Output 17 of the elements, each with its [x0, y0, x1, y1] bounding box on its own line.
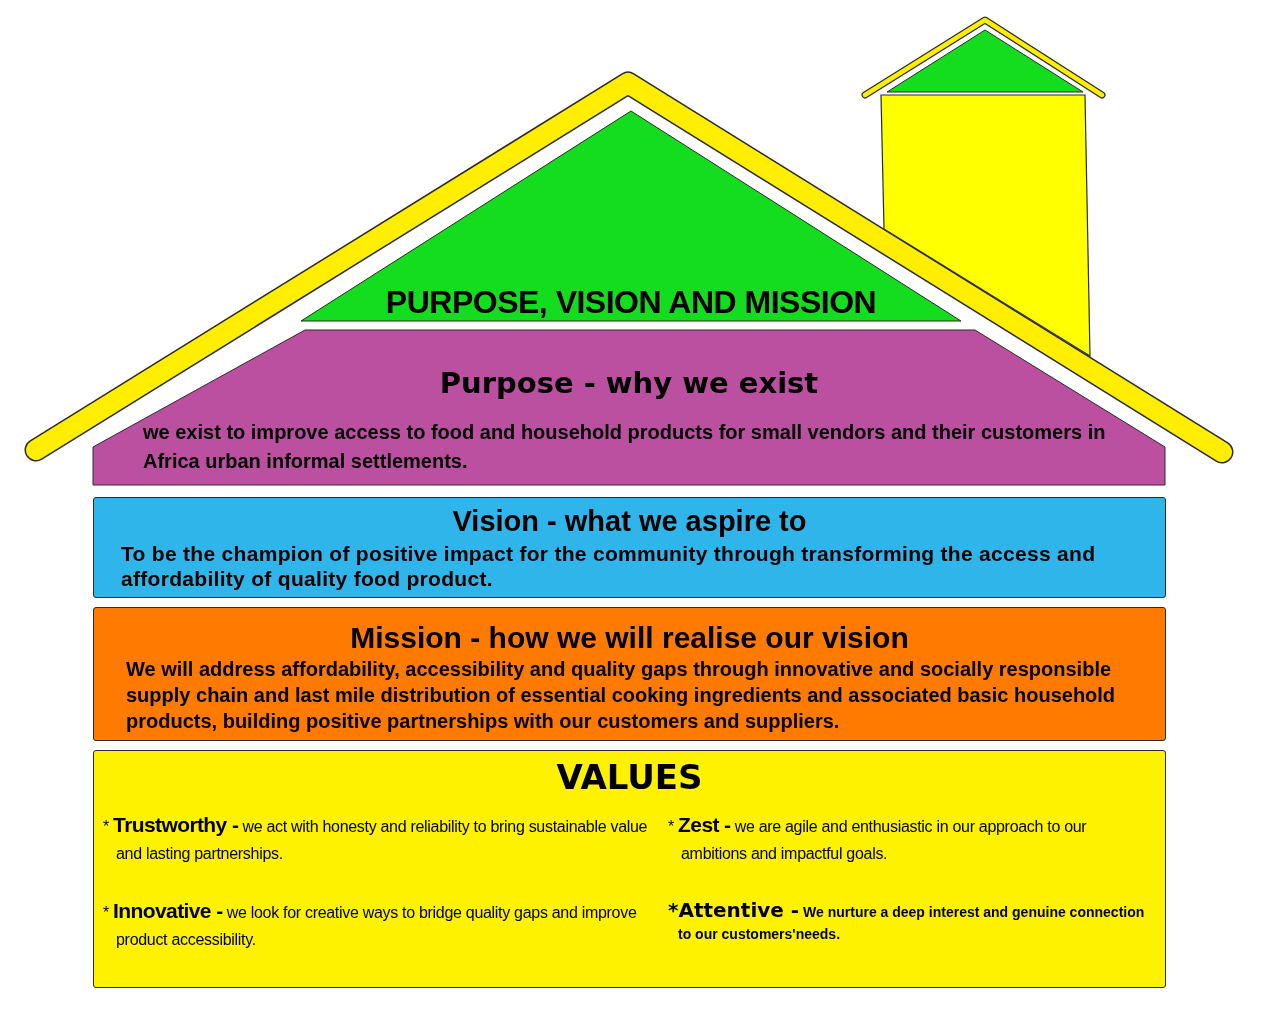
- panel-text: We will address affordability, accessibility and quality gaps through innovative and socially responsible supply chain and last mile distribution of essential cooking ingredients and associated basic household products, building positive partnerships with our customers and suppliers.: [126, 657, 1117, 734]
- panel-heading: Purpose - why we exist: [439, 365, 819, 401]
- vision-panel: [93, 497, 1166, 598]
- panel-text: we exist to improve access to food and household products for small vendors and their customers in Africa urban informal settlements.: [143, 420, 1107, 474]
- purpose-panel: [92, 329, 1166, 486]
- value-item: *Trustworthy - we act with honesty and reliability to bring sustainable value and lasting partnerships.: [103, 812, 648, 864]
- value-item: *Zest - we are agile and enthusiastic in our approach to our ambitions and impactful goals.: [668, 812, 1088, 864]
- panel-heading: Vision - what we aspire to: [452, 504, 807, 538]
- panel-heading: VALUES: [556, 757, 703, 797]
- panel-text: To be the champion of positive impact for the community through transforming the access and affordability of quality food product.: [121, 541, 1097, 591]
- values-panel: [93, 750, 1166, 988]
- value-item: *Innovative - we look for creative ways to bridge quality gaps and improve product accessibility.: [103, 898, 638, 950]
- panel-heading: Mission - how we will realise our vision: [350, 621, 909, 655]
- mission-panel: [93, 607, 1166, 741]
- value-item: *Attentive - We nurture a deep interest and genuine connection to our customers'needs.: [668, 899, 1146, 944]
- panel-title: PURPOSE, VISION AND MISSION: [385, 284, 877, 320]
- title-triangle: [300, 110, 962, 322]
